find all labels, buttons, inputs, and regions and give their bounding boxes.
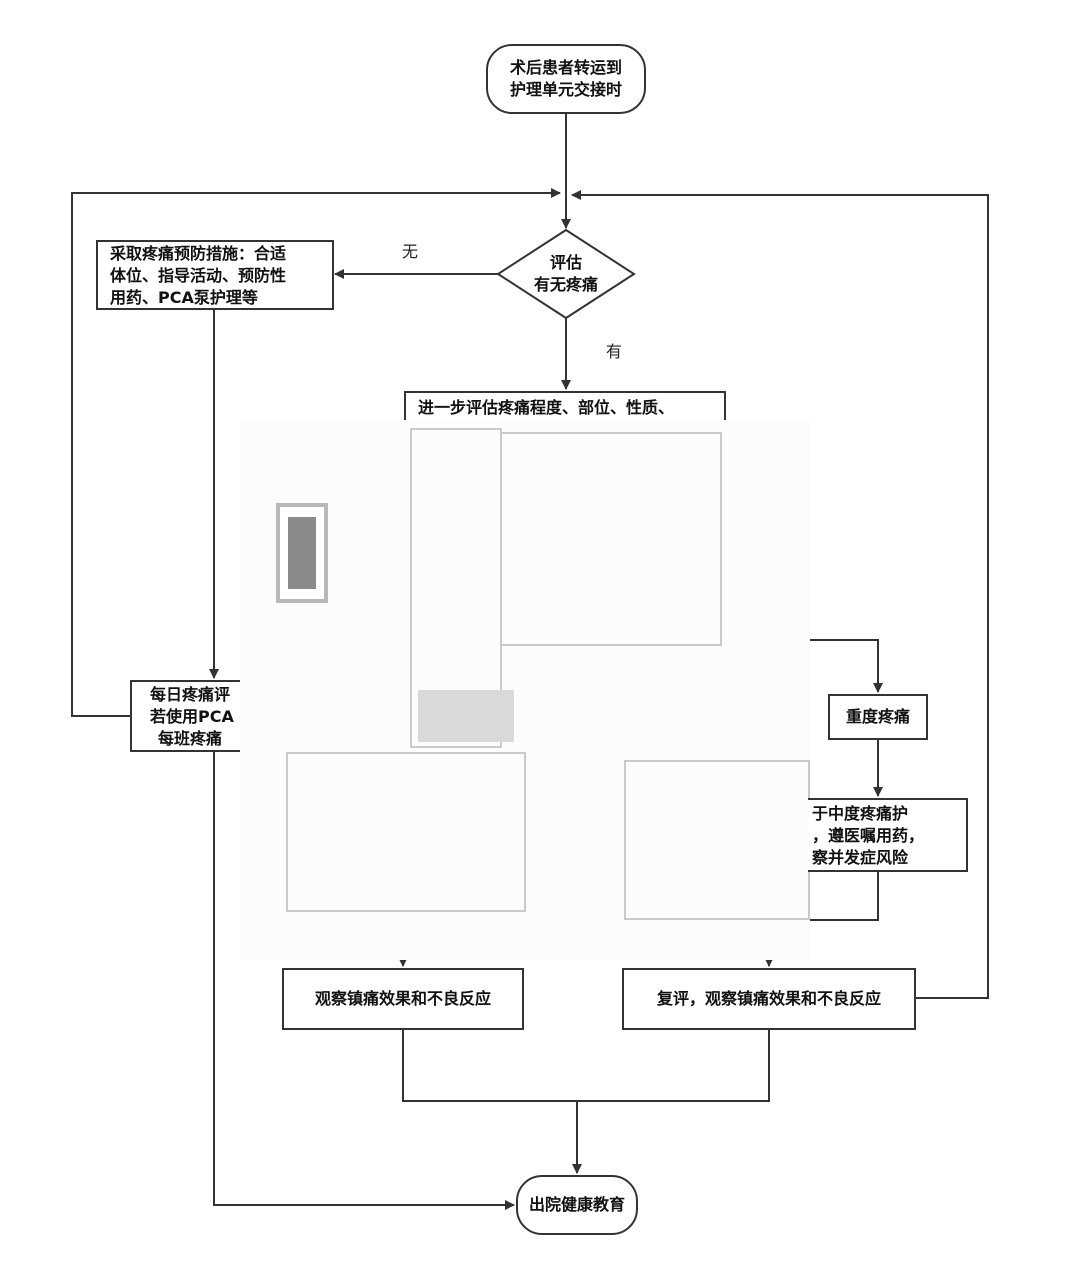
edge-observe-merge xyxy=(402,1030,770,1102)
moderate-front-line-1: 于中度疼痛护 xyxy=(812,804,909,823)
prevention-node: 采取疼痛预防措施：合适 体位、指导活动、预防性 用药、PCA泵护理等 xyxy=(96,240,334,310)
moderate-front-line-3: 察并发症风险 xyxy=(812,848,909,867)
cabinet-upper-right xyxy=(500,432,722,646)
edge-moderate-down xyxy=(806,872,879,921)
window-shadow xyxy=(418,690,514,742)
prevention-line-3: 用药、PCA泵护理等 xyxy=(110,288,258,307)
assess-diamond xyxy=(496,228,636,320)
reassess-node: 复评，观察镇痛效果和不良反应 xyxy=(622,968,916,1030)
severe-pain-node-front: 重度疼痛 xyxy=(828,694,928,740)
daily-line-3: 每班疼痛 xyxy=(158,729,223,748)
edge-loop-right xyxy=(571,190,989,999)
daily-line-1: 每日疼痛评 xyxy=(150,685,231,704)
start-line-1: 术后患者转运到 xyxy=(509,58,622,77)
prevention-line-1: 采取疼痛预防措施：合适 xyxy=(110,244,287,263)
discharge-node: 出院健康教育 xyxy=(516,1175,638,1235)
edge-loop-left xyxy=(71,188,561,717)
moderate-pain-node-front: 于中度疼痛护 ，遵医嘱用药， 察并发症风险 xyxy=(808,798,968,872)
severe-label-front: 重度疼痛 xyxy=(845,707,910,726)
assess-label: 评估 有无疼痛 xyxy=(500,252,632,296)
wall-frame-image xyxy=(276,503,328,603)
assess-line-2: 有无疼痛 xyxy=(533,275,598,294)
reassess-label: 复评，观察镇痛效果和不良反应 xyxy=(656,989,881,1008)
daily-line-2: 若使用PCA xyxy=(150,707,234,726)
edge-label-yes: 有 xyxy=(606,342,623,361)
edge-label-no: 无 xyxy=(402,242,419,261)
moderate-front-line-2: ，遵医嘱用药， xyxy=(812,826,925,845)
cabinet-lower-right xyxy=(624,760,810,920)
discharge-label: 出院健康教育 xyxy=(528,1195,625,1214)
observe-node: 观察镇痛效果和不良反应 xyxy=(282,968,524,1030)
further-line-1: 进一步评估疼痛程度、部位、性质、 xyxy=(418,398,675,417)
start-node: 术后患者转运到 护理单元交接时 xyxy=(486,44,646,114)
observe-label: 观察镇痛效果和不良反应 xyxy=(314,989,491,1008)
prevention-line-2: 体位、指导活动、预防性 xyxy=(110,266,287,285)
edge-daily-discharge xyxy=(213,752,515,1210)
cabinet-lower-left xyxy=(286,752,526,912)
edge-branch-severe xyxy=(806,639,883,693)
start-line-2: 护理单元交接时 xyxy=(509,80,622,99)
assess-line-1: 评估 xyxy=(549,253,582,272)
